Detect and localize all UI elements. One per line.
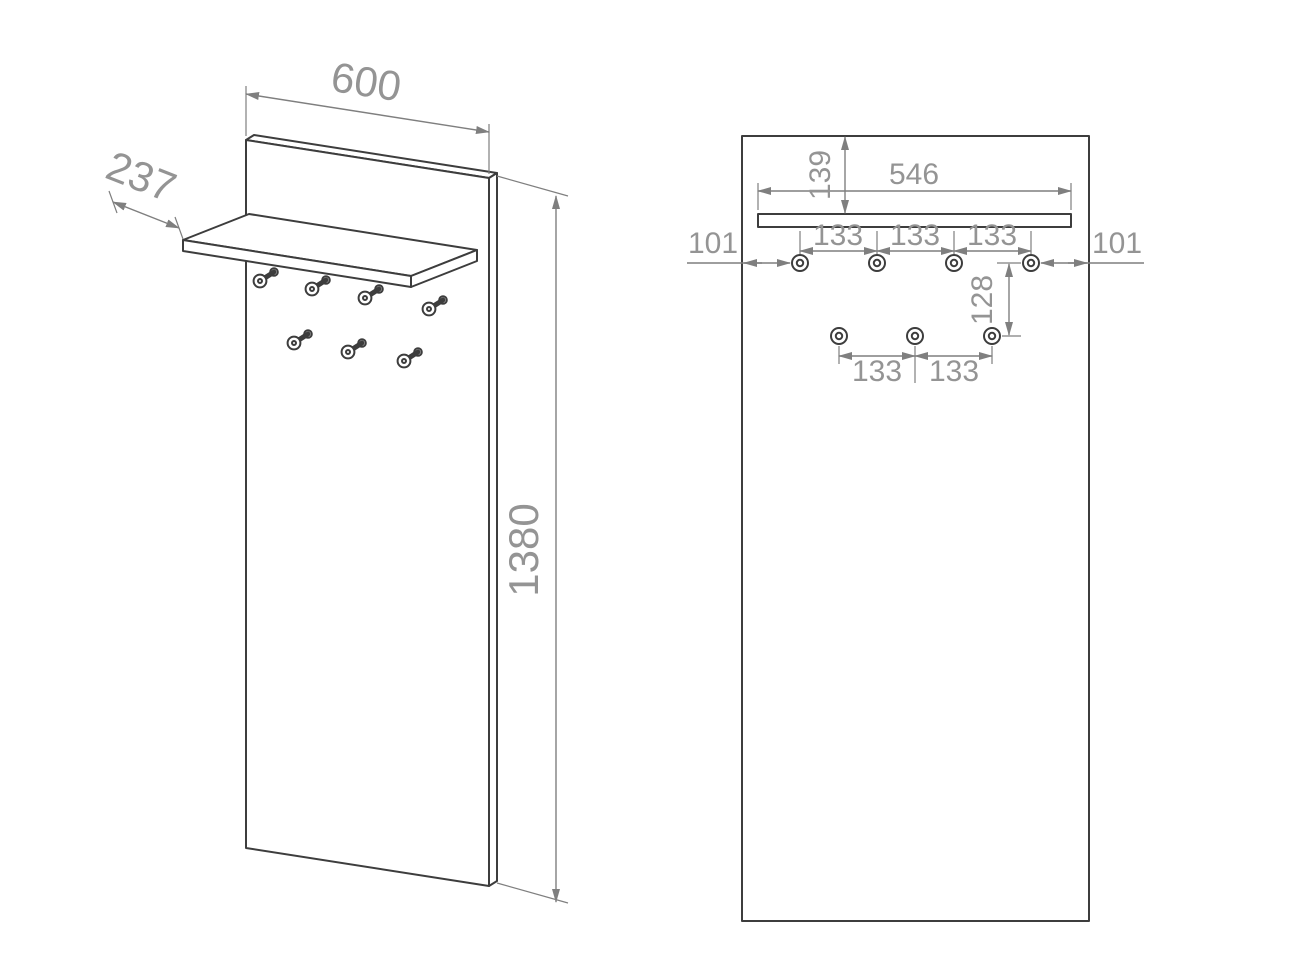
panel-outline: [741, 135, 1090, 922]
dimension-label-left-margin: 101: [688, 227, 738, 260]
dimension-width: 600: [245, 53, 490, 174]
hook-cap-hole: [309, 286, 315, 292]
hook-cap-hole: [291, 340, 297, 346]
hook: [945, 254, 963, 272]
dimension-right-margin: 101: [1040, 227, 1144, 267]
hook-inner-ring: [987, 331, 997, 341]
dimension-label-height: 1380: [500, 503, 547, 596]
hook-inner-ring: [795, 258, 805, 268]
panel-side-edge: [488, 172, 498, 887]
extension-tick: [174, 216, 184, 240]
dimension-label-bottom-gap-2: 133: [929, 355, 979, 388]
dimension-label-top-gap-2: 133: [890, 219, 940, 252]
hook: [304, 275, 331, 297]
hook: [830, 327, 848, 345]
hook-inner-ring: [834, 331, 844, 341]
hook-cap-hole: [257, 278, 263, 284]
hook: [791, 254, 809, 272]
front-view: 546 139 101 101 133 13: [687, 135, 1144, 922]
dimension-left-margin: 101: [687, 227, 791, 267]
dimension-line: [245, 92, 490, 134]
dimension-label-shelf-width: 546: [889, 158, 939, 191]
dimension-label-row-spacing: 128: [966, 275, 999, 325]
extension-tick: [108, 190, 118, 214]
hook-cap-hole: [401, 358, 407, 364]
hook: [252, 267, 279, 289]
hook-inner-ring: [949, 258, 959, 268]
extension-line: [496, 175, 569, 197]
dimension-bottom-hook-gaps: 133 133: [838, 346, 993, 388]
hook: [396, 347, 423, 369]
dimension-label-top-gap-3: 133: [967, 219, 1017, 252]
dimension-label-right-margin: 101: [1092, 227, 1142, 260]
hook: [286, 329, 313, 351]
hook-cap-hole: [362, 295, 368, 301]
dimension-shelf-width: 546: [757, 158, 1072, 210]
hook-row-bottom: [286, 329, 423, 369]
dimension-row-spacing: 128: [966, 262, 1021, 337]
dimension-height: 1380: [496, 175, 569, 904]
dimension-label-width: 600: [328, 53, 405, 110]
dimension-label-shelf-top-offset: 139: [804, 150, 837, 200]
hook-inner-ring: [872, 258, 882, 268]
hook: [906, 327, 924, 345]
hook: [340, 338, 367, 360]
hook: [357, 284, 384, 306]
hook-row-top: [252, 267, 448, 317]
dimension-line: [112, 201, 180, 229]
extension-line: [496, 882, 569, 904]
hook: [1022, 254, 1040, 272]
hook-row-top: [791, 254, 1040, 272]
hook: [983, 327, 1001, 345]
shelf-front-face: [182, 239, 412, 288]
dimension-shelf-top-offset: 139: [804, 136, 849, 214]
hook-inner-ring: [910, 331, 920, 341]
panel-front-face: [245, 139, 490, 887]
hook-row-bottom: [830, 327, 1001, 345]
dimension-top-hook-gaps: 133 133 133: [799, 219, 1032, 255]
dimension-shelf-depth: 237: [100, 142, 184, 240]
hook-inner-ring: [1026, 258, 1036, 268]
hook: [868, 254, 886, 272]
dimension-label-top-gap-1: 133: [813, 219, 863, 252]
hook: [421, 295, 448, 317]
hook-cap-hole: [345, 349, 351, 355]
hook-cap-hole: [426, 306, 432, 312]
perspective-view: 600 237 1380: [100, 53, 569, 904]
dimension-label-bottom-gap-1: 133: [852, 355, 902, 388]
shelf-front-band: [757, 213, 1072, 228]
